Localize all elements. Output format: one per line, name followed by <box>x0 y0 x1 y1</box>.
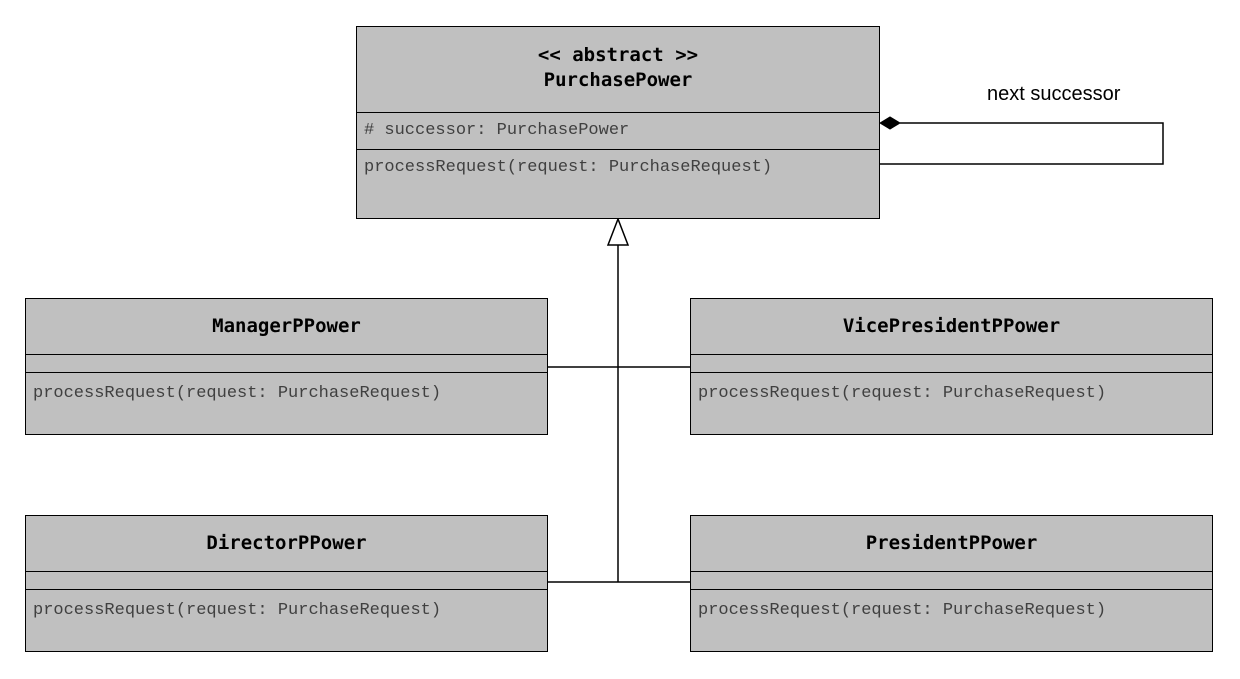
stereotype-label: << abstract >> <box>537 44 699 66</box>
generalization-arrow-icon <box>606 216 630 246</box>
attribute-compartment <box>26 571 547 589</box>
class-director-ppower[interactable]: DirectorPPower processRequest(request: P… <box>25 515 548 652</box>
class-vice-president-ppower[interactable]: VicePresidentPPower processRequest(reque… <box>690 298 1213 435</box>
class-manager-ppower[interactable]: ManagerPPower processRequest(request: Pu… <box>25 298 548 435</box>
attribute-compartment <box>691 354 1212 372</box>
attribute-compartment <box>26 354 547 372</box>
class-header: << abstract >> PurchasePower <box>357 27 879 112</box>
class-name: PurchasePower <box>543 69 693 91</box>
operation-compartment: processRequest(request: PurchaseRequest) <box>691 372 1212 434</box>
class-name: ManagerPPower <box>212 315 361 337</box>
operation-compartment: processRequest(request: PurchaseRequest) <box>26 372 547 434</box>
class-president-ppower[interactable]: PresidentPPower processRequest(request: … <box>690 515 1213 652</box>
class-purchase-power[interactable]: << abstract >> PurchasePower # successor… <box>356 26 880 219</box>
operation-compartment: processRequest(request: PurchaseRequest) <box>357 149 879 218</box>
operation-compartment: processRequest(request: PurchaseRequest) <box>26 589 547 651</box>
class-name: DirectorPPower <box>206 532 367 554</box>
attribute-compartment <box>691 571 1212 589</box>
operation-compartment: processRequest(request: PurchaseRequest) <box>691 589 1212 651</box>
class-name: PresidentPPower <box>865 532 1038 554</box>
attribute-compartment: # successor: PurchasePower <box>357 112 879 149</box>
class-name: VicePresidentPPower <box>842 315 1061 337</box>
composition-diamond-icon <box>879 116 901 130</box>
association-label: next successor <box>987 83 1121 105</box>
self-association-line <box>880 122 1164 165</box>
